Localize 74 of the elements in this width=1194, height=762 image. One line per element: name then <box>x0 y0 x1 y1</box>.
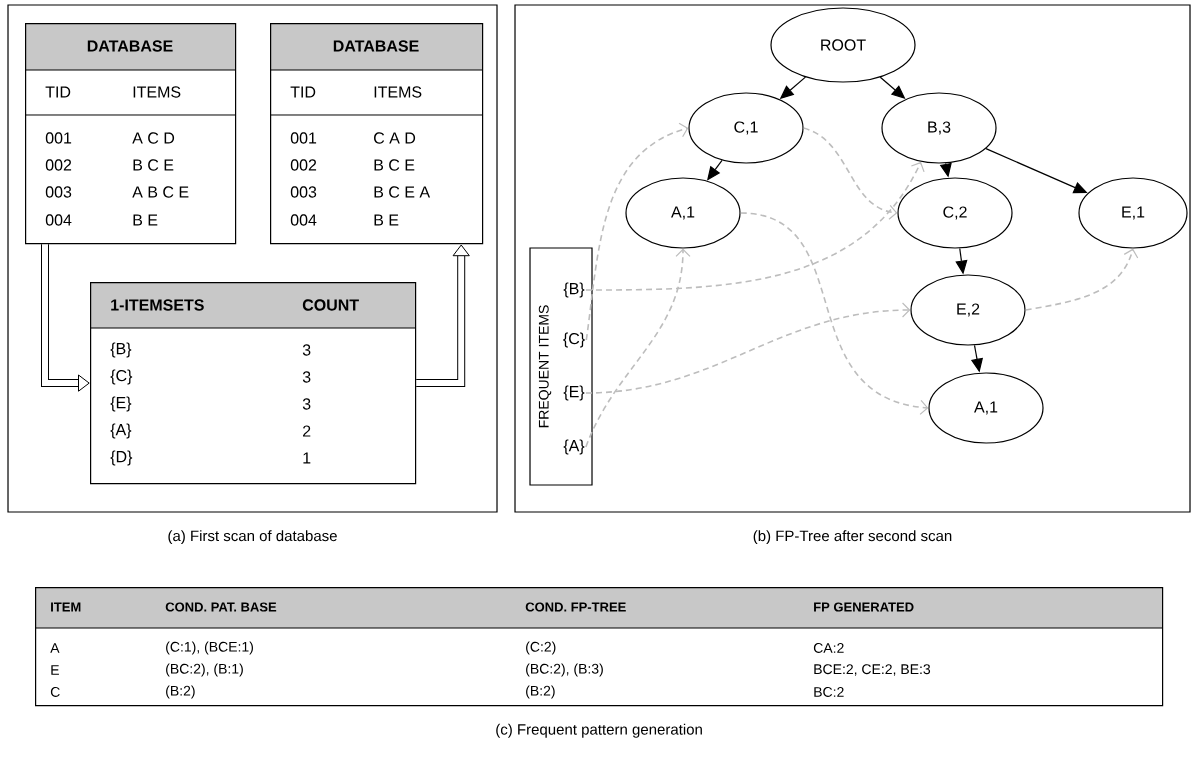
table-entry: {D} <box>110 450 133 466</box>
table-entry: E <box>51 665 59 675</box>
table-entry: {A} <box>110 423 132 439</box>
link-arrow <box>585 248 691 448</box>
table-entry: 002 <box>45 159 72 171</box>
table-entry: (B:2) <box>166 685 195 699</box>
table-entry: (C:2) <box>526 641 556 655</box>
item-label: {E} <box>563 385 585 401</box>
column-heading: COND. PAT. BASE <box>165 602 277 612</box>
table-entry: 003 <box>290 186 317 198</box>
table-entry: 002 <box>290 159 317 171</box>
table-entry: A B C E <box>132 186 189 198</box>
table-entry: B C E <box>133 159 174 171</box>
table-entry: C A D <box>374 132 416 144</box>
table-entry: 3 <box>302 371 311 383</box>
table-entry: A <box>50 643 60 653</box>
item-label: {A} <box>563 439 585 455</box>
figure-caption: (a) First scan of database <box>168 530 337 545</box>
table-entry: (C:1), (BCE:1) <box>166 641 253 655</box>
table-entry: 004 <box>290 214 317 226</box>
table-entry: B C E <box>374 159 415 171</box>
table-entry: B C E A <box>374 186 431 198</box>
table-entry: 1 <box>303 452 311 464</box>
hollow-arrow <box>416 244 470 388</box>
item-label: {C} <box>563 332 585 348</box>
column-heading: ITEMS <box>374 86 422 98</box>
table-entry: 3 <box>302 344 311 356</box>
tree-node: ROOT <box>770 7 916 83</box>
column-heading: TID <box>290 86 316 98</box>
column-heading: ITEM <box>51 602 81 612</box>
tree-node: C,2 <box>897 177 1013 249</box>
link-arrow <box>739 212 929 416</box>
table-entry: BCE:2, CE:2, BE:3 <box>814 664 931 676</box>
column-heading: ITEMS <box>133 86 181 98</box>
table-entry: 2 <box>303 425 311 437</box>
item-label: {B} <box>563 282 585 298</box>
table-title: DATABASE <box>333 40 419 52</box>
table-entry: C <box>50 687 60 697</box>
table-entry: CA:2 <box>813 643 844 653</box>
tree-node: A,1 <box>625 177 741 249</box>
table-entry: {C} <box>110 369 133 385</box>
table-entry: {B} <box>110 342 132 358</box>
table-entry: (BC:2), (B:1) <box>166 663 243 677</box>
hollow-arrow <box>41 244 90 392</box>
column-heading: TID <box>45 86 71 98</box>
table-entry: (B:2) <box>526 685 555 699</box>
table-entry: {E} <box>110 396 132 412</box>
column-heading: 1-ITEMSETS <box>111 299 204 311</box>
tree-node: E,2 <box>910 274 1026 346</box>
link-arrow <box>802 127 898 220</box>
table-entry: BC:2 <box>814 687 844 697</box>
column-heading: COUNT <box>302 299 359 311</box>
link-arrow <box>585 161 925 291</box>
table-entry: (BC:2), (B:3) <box>526 663 603 677</box>
link-arrow <box>585 122 689 341</box>
table-entry: 003 <box>45 186 72 198</box>
link-arrow <box>585 302 911 394</box>
tree-node: A,1 <box>928 372 1044 444</box>
figure-caption: (c) Frequent pattern generation <box>496 723 702 738</box>
tree-node: C,1 <box>688 92 804 164</box>
table-entry: 004 <box>45 214 72 226</box>
tree-node: E,1 <box>1078 177 1188 249</box>
table-entry: B E <box>374 214 399 226</box>
tree-node: B,3 <box>881 92 997 164</box>
column-heading: FP GENERATED <box>814 602 914 612</box>
column-heading: COND. FP-TREE <box>525 602 626 612</box>
table-entry: 3 <box>302 398 311 410</box>
table-entry: A C D <box>132 132 175 144</box>
figure-caption: (b) FP-Tree after second scan <box>753 530 952 545</box>
table-title: DATABASE <box>87 40 173 52</box>
table-entry: 001 <box>45 132 72 144</box>
table-entry: 001 <box>290 132 317 144</box>
table-entry: B E <box>133 214 158 226</box>
link-arrow <box>1024 248 1139 311</box>
